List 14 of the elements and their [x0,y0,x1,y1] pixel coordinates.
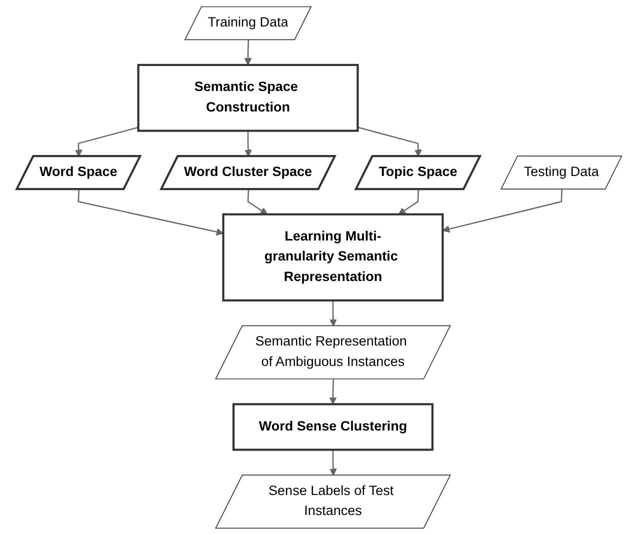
arrow [329,379,336,405]
arrow [244,40,252,66]
arrow [357,126,422,157]
node-box: Learning Multi-granularity Semantic Representation [222,213,444,302]
arrow [247,189,268,215]
arrow [244,130,252,157]
arrow [78,189,224,236]
node-box: Word Sense Clustering [232,403,434,451]
arrow [329,300,337,326]
arrow [398,189,419,215]
arrow [329,450,337,476]
arrow [74,126,138,157]
node-box: Semantic Space Construction [137,64,359,132]
arrow [442,189,562,233]
